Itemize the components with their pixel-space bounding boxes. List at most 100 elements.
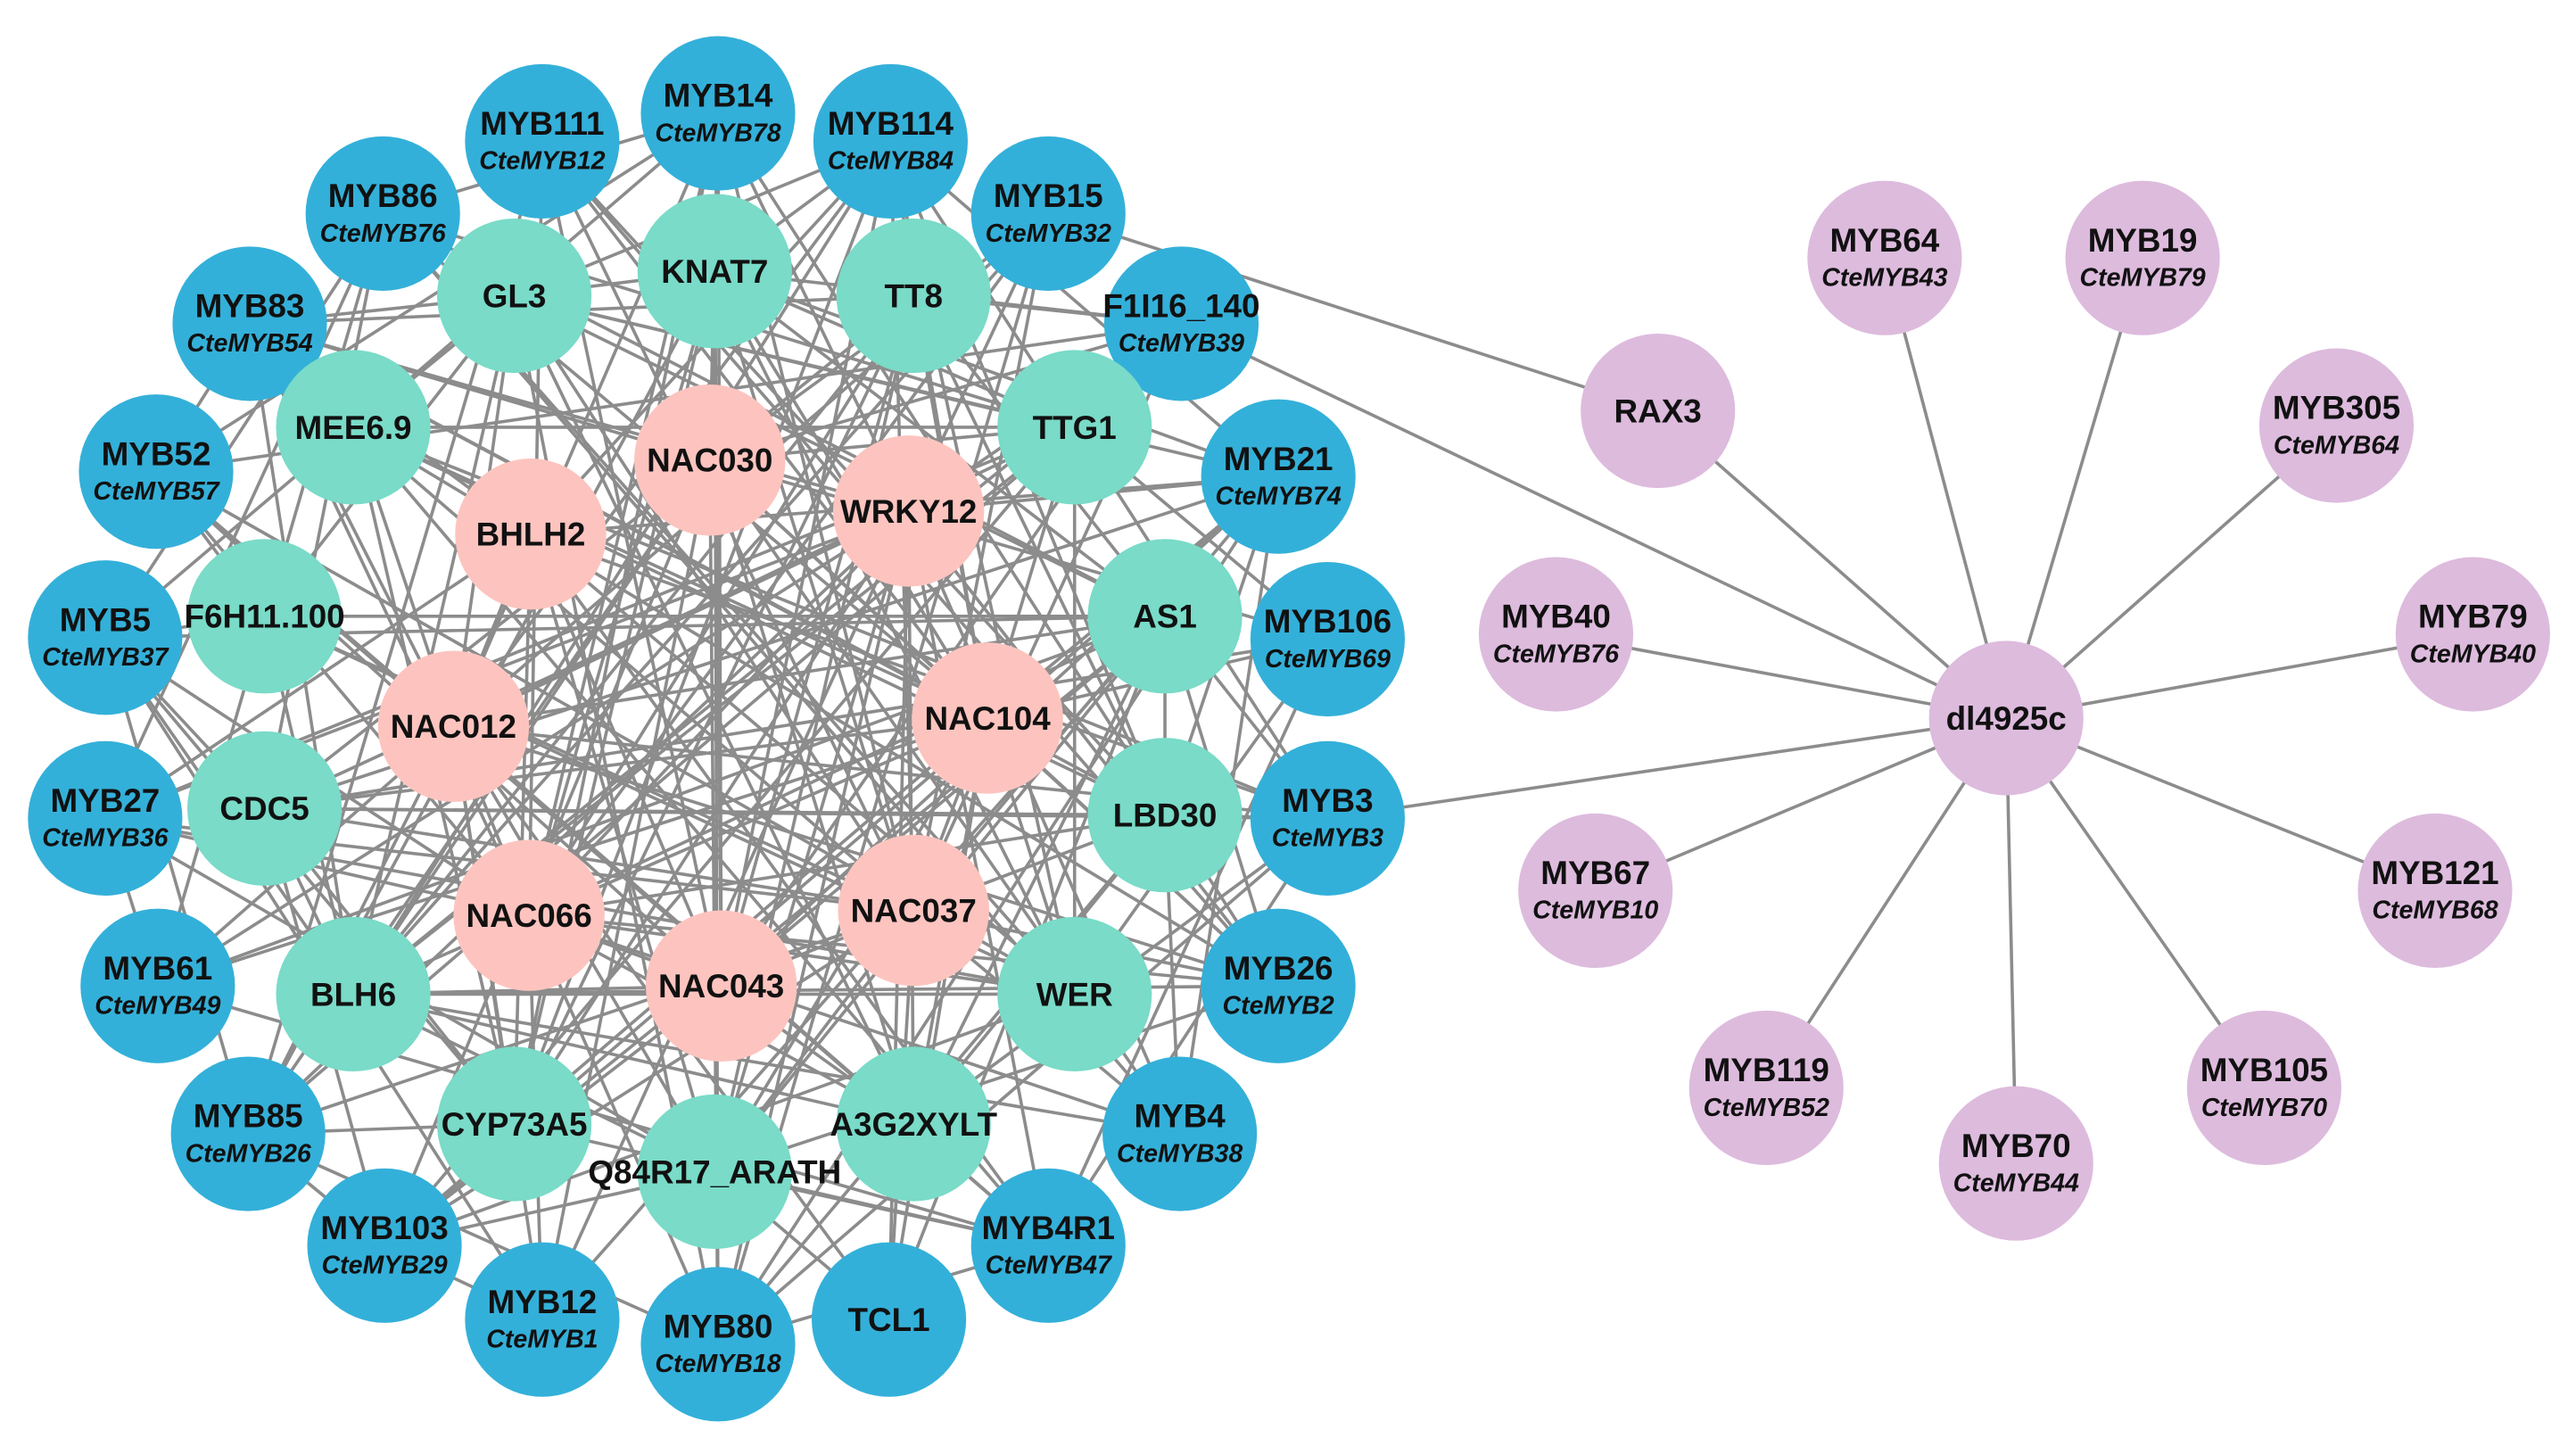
node-nac043: NAC043 — [645, 910, 797, 1062]
node-label: AS1 — [1133, 599, 1197, 635]
edge-BLH6-NAC030 — [351, 459, 712, 996]
node-sublabel: CteMYB76 — [1493, 640, 1620, 668]
node-label: TTG1 — [1033, 409, 1117, 446]
node-label: MYB64 — [1829, 222, 1939, 259]
edge-MYB5-CYP73A5 — [103, 636, 516, 1126]
node-sublabel: CteMYB68 — [2372, 897, 2498, 925]
edge-WRKY12-NAC066 — [527, 509, 910, 917]
node-label: MYB119 — [1704, 1052, 1829, 1088]
node-gl3: GL3 — [436, 218, 592, 374]
node-q84r17-arath: Q84R17_ARATH — [588, 1094, 841, 1249]
node-circle — [377, 650, 530, 802]
node-circle — [997, 350, 1152, 505]
node-sublabel: CteMYB54 — [186, 329, 312, 358]
node-circle — [305, 136, 460, 292]
node-label: MYB14 — [664, 78, 773, 114]
node-label: LBD30 — [1113, 798, 1218, 834]
node-nac066: NAC066 — [453, 839, 605, 991]
node-circle — [1102, 1056, 1258, 1211]
node-sublabel: CteMYB43 — [1821, 264, 1947, 293]
node-label: MYB114 — [828, 105, 954, 142]
node-sublabel: CteMYB70 — [2201, 1094, 2327, 1122]
node-circle — [836, 1046, 991, 1202]
node-label: TT8 — [884, 277, 942, 314]
node-circle — [634, 384, 786, 536]
node-circle — [811, 1242, 967, 1397]
edge-MYB15-NAC037 — [912, 213, 1051, 911]
edge-MYB61-NAC104 — [157, 716, 988, 988]
node-wer: WER — [997, 916, 1152, 1072]
node-circle — [28, 560, 183, 715]
node-sublabel: CteMYB36 — [42, 824, 169, 853]
node-nac037: NAC037 — [838, 834, 989, 987]
node-circle — [172, 246, 327, 401]
node-lbd30: LBD30 — [1087, 738, 1243, 893]
node-sublabel: CteMYB78 — [655, 119, 780, 147]
node-label: GL3 — [483, 277, 547, 314]
node-sublabel: CteMYB64 — [2274, 431, 2399, 459]
edge-F1I16_140-NAC030 — [709, 322, 1182, 462]
node-as1: AS1 — [1087, 539, 1243, 694]
edge-MYB27-BHLH2 — [103, 533, 532, 820]
node-sublabel: CteMYB26 — [186, 1139, 312, 1168]
node-circle — [1478, 557, 1634, 712]
node-nac012: NAC012 — [377, 650, 530, 802]
node-bhlh2: BHLH2 — [455, 458, 607, 610]
node-circle — [465, 63, 620, 219]
edge-MYB5-MYB85 — [103, 637, 250, 1135]
node-sublabel: CteMYB74 — [1216, 483, 1342, 511]
node-sublabel: CteMYB12 — [479, 147, 605, 176]
node-sublabel: CteMYB79 — [2080, 264, 2206, 293]
node-sublabel: CteMYB57 — [93, 477, 219, 506]
node-mee6-9: MEE6.9 — [276, 350, 431, 505]
edge-MEE6.9-NAC104 — [352, 426, 988, 720]
node-circle — [1201, 399, 1356, 554]
node-sublabel: CteMYB47 — [986, 1252, 1112, 1280]
node-label: MYB21 — [1224, 441, 1333, 477]
node-label: MYB121 — [2371, 855, 2498, 891]
node-circle — [436, 218, 592, 374]
node-circle — [276, 350, 431, 505]
node-sublabel: CteMYB40 — [2410, 640, 2536, 668]
node-sublabel: CteMYB84 — [828, 147, 954, 176]
node-label: MYB80 — [664, 1308, 773, 1344]
node-circle — [307, 1168, 462, 1323]
node-label: MYB305 — [2273, 390, 2400, 426]
edge-Q84R17_ARATH-BHLH2 — [529, 533, 717, 1172]
node-circle — [28, 740, 183, 896]
node-label: WRKY12 — [840, 493, 977, 530]
node-circle — [640, 36, 796, 191]
node-circle — [78, 394, 234, 550]
node-cyp73a5: CYP73A5 — [436, 1046, 592, 1202]
node-label: MYB86 — [328, 178, 438, 214]
edge-BLH6-A3G2XYLT — [352, 992, 914, 1126]
edge-MYB64-dl4925c — [1883, 257, 2008, 719]
node-circle — [1938, 1086, 2093, 1241]
edge-TT8-LBD30 — [912, 294, 1167, 816]
edge-MYB114-MYB21 — [889, 140, 1280, 478]
edge-Q84R17_ARATH-WRKY12 — [713, 510, 911, 1172]
edge-A3G2XYLT-NAC030 — [708, 459, 915, 1125]
edge-MYB3-MYB4R1 — [1046, 817, 1329, 1247]
edge-GL3-BLH6 — [351, 295, 516, 995]
node-label: NAC030 — [647, 442, 772, 479]
node-label: MEE6.9 — [295, 409, 412, 446]
node-sublabel: CteMYB52 — [1704, 1094, 1829, 1122]
node-ttg1: TTG1 — [997, 350, 1152, 505]
node-sublabel: CteMYB44 — [1953, 1170, 2079, 1198]
node-sublabel: CteMYB76 — [320, 219, 447, 248]
